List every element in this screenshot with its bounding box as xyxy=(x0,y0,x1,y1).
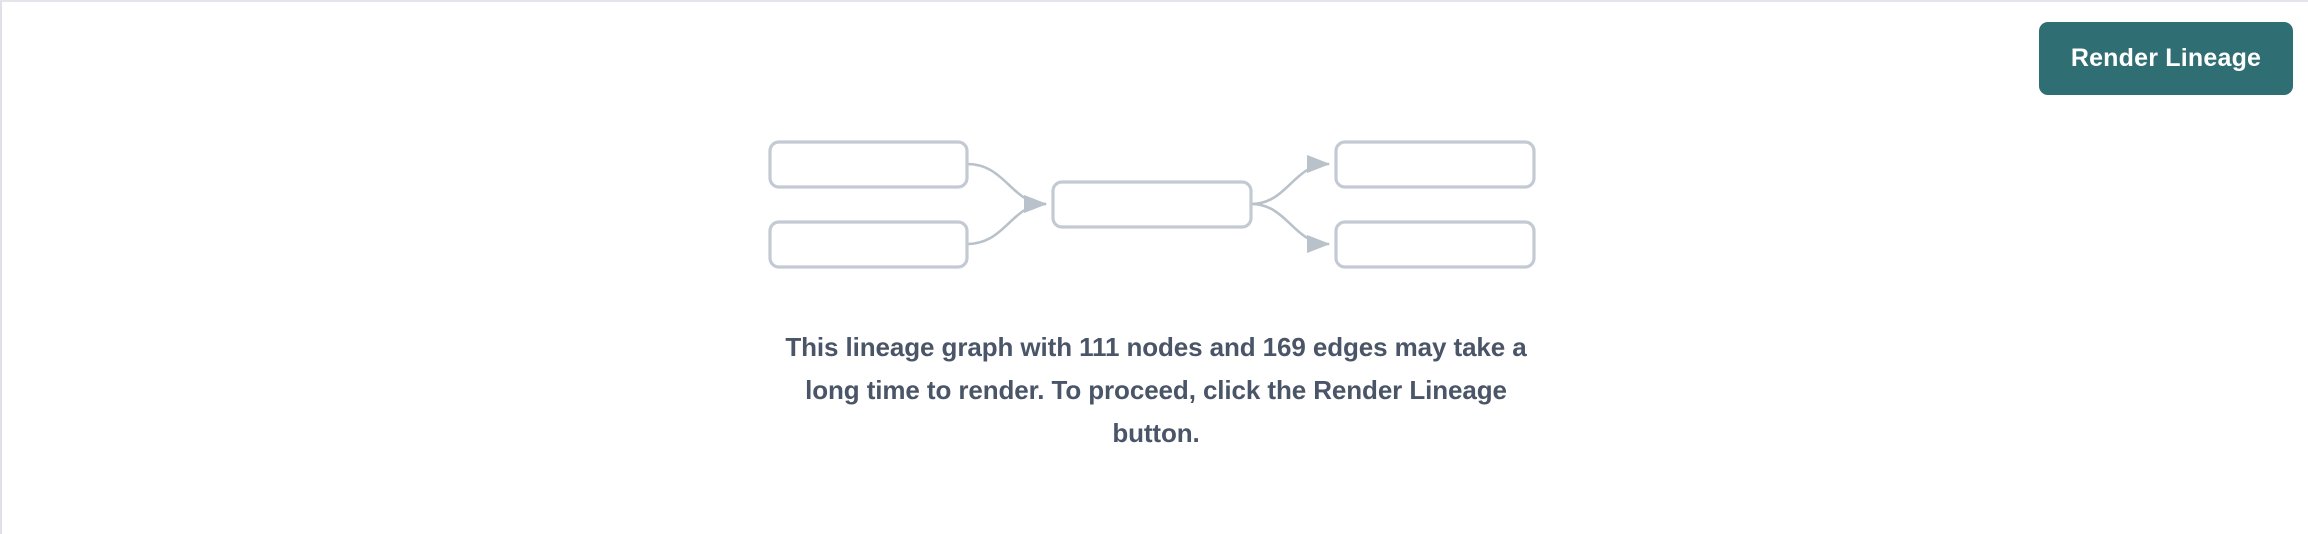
render-lineage-button[interactable]: Render Lineage xyxy=(2039,22,2293,95)
lineage-empty-message: This lineage graph with 111 nodes and 16… xyxy=(785,332,1527,448)
lineage-edge xyxy=(966,202,1047,246)
lineage-node xyxy=(1334,220,1536,269)
lineage-edge xyxy=(1250,202,1331,254)
lineage-edge xyxy=(1250,154,1331,206)
lineage-edge xyxy=(966,162,1048,214)
lineage-graph-placeholder-icon xyxy=(768,140,1536,269)
lineage-node xyxy=(768,140,969,189)
lineage-node xyxy=(1051,180,1253,229)
lineage-node xyxy=(768,220,969,269)
lineage-node xyxy=(1334,140,1536,189)
